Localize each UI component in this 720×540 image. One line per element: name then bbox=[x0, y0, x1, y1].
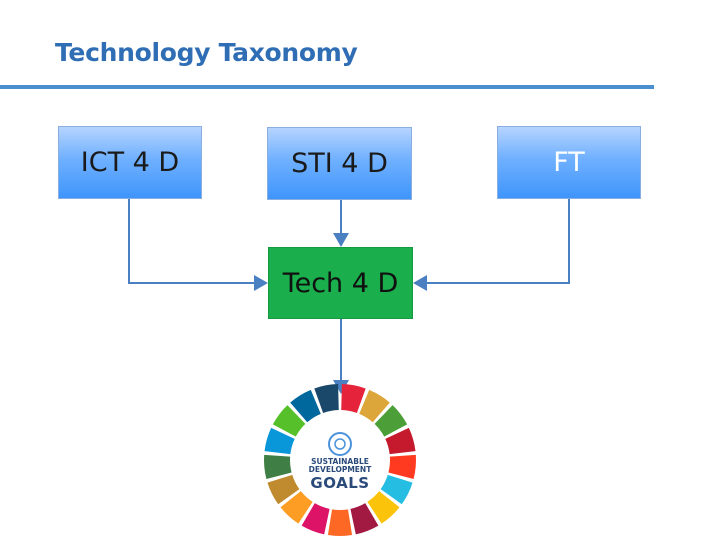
sdg-segment bbox=[290, 389, 321, 423]
box-ict4d: ICT 4 D bbox=[58, 126, 202, 199]
sdg-segment bbox=[385, 427, 416, 455]
sdg-segment bbox=[380, 474, 413, 505]
sdg-segment bbox=[264, 454, 292, 479]
sdg-segment bbox=[272, 405, 306, 437]
slide-title: Technology Taxonomy bbox=[55, 38, 358, 67]
sdg-wheel-logo bbox=[264, 384, 416, 536]
sdg-goals-text: GOALS bbox=[310, 474, 370, 492]
sdg-segment bbox=[267, 474, 300, 505]
box-tech4d: Tech 4 D bbox=[268, 247, 413, 319]
sdg-logo-text: SUSTAINABLE DEVELOPMENT bbox=[300, 458, 380, 474]
sdg-segment bbox=[350, 503, 379, 535]
sdg-segment bbox=[301, 503, 330, 535]
sdg-segment bbox=[280, 491, 313, 524]
sdg-segment bbox=[374, 405, 408, 437]
sdg-segment bbox=[327, 509, 353, 536]
sdg-line1: SUSTAINABLE bbox=[311, 457, 369, 466]
sdg-segment bbox=[388, 454, 416, 479]
un-emblem-icon bbox=[328, 432, 352, 456]
connector-ft-to-tech bbox=[413, 199, 570, 291]
sdg-segment bbox=[359, 389, 390, 423]
sdg-segment bbox=[264, 427, 295, 455]
sdg-segment bbox=[314, 384, 339, 413]
title-rule bbox=[0, 85, 654, 89]
sdg-center bbox=[292, 412, 388, 508]
box-ft: FT bbox=[497, 126, 641, 199]
sdg-segment bbox=[341, 384, 366, 413]
sdg-line2: DEVELOPMENT bbox=[308, 465, 372, 474]
sdg-segment bbox=[367, 491, 400, 524]
box-sti4d: STI 4 D bbox=[267, 127, 412, 200]
connector-ict-to-tech bbox=[128, 199, 268, 291]
